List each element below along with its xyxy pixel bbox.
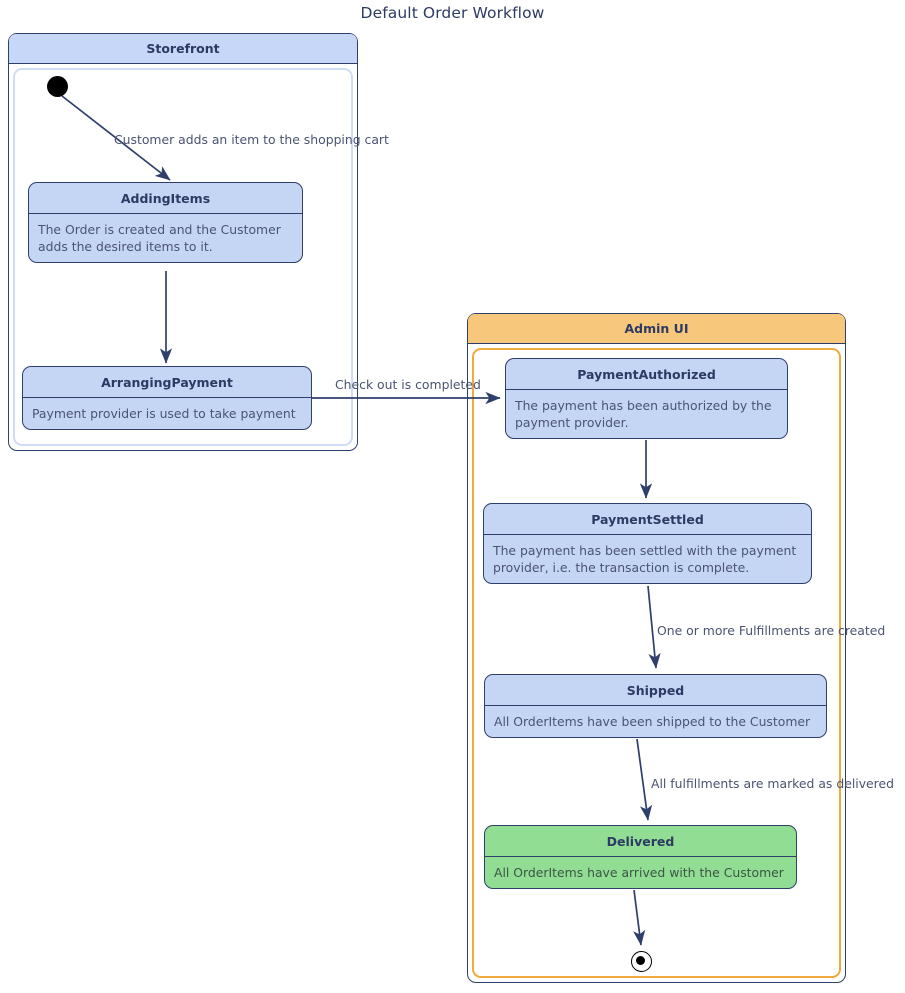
state-node-delivered[interactable]: Delivered All OrderItems have arrived wi… <box>484 825 797 889</box>
final-state-node[interactable] <box>631 951 652 972</box>
state-description-addingitems: The Order is created and the Customer ad… <box>38 222 281 254</box>
state-node-shipped[interactable]: Shipped All OrderItems have been shipped… <box>484 674 827 738</box>
state-description-delivered: All OrderItems have arrived with the Cus… <box>494 865 784 880</box>
state-name-paymentauthorized: PaymentAuthorized <box>506 359 787 390</box>
region-admin-ui-label: Admin UI <box>468 314 845 344</box>
state-description-paymentauthorized: The payment has been authorized by the p… <box>515 398 772 430</box>
state-description-paymentsettled: The payment has been settled with the pa… <box>493 543 797 575</box>
state-name-paymentsettled: PaymentSettled <box>484 504 811 535</box>
state-node-arrangingpayment[interactable]: ArrangingPayment Payment provider is use… <box>22 366 312 430</box>
state-description-shipped: All OrderItems have been shipped to the … <box>494 714 811 729</box>
state-node-paymentauthorized[interactable]: PaymentAuthorized The payment has been a… <box>505 358 788 439</box>
state-name-delivered: Delivered <box>485 826 796 857</box>
edge-label-fulfillments-delivered: All fulfillments are marked as delivered <box>651 776 894 791</box>
edge-label-check-out-completed: Check out is completed <box>335 377 481 392</box>
state-description-arrangingpayment: Payment provider is used to take payment <box>32 406 296 421</box>
edge-label-fulfillments-created: One or more Fulfillments are created <box>657 623 886 638</box>
region-storefront-label: Storefront <box>9 34 357 64</box>
state-name-shipped: Shipped <box>485 675 826 706</box>
state-node-paymentsettled[interactable]: PaymentSettled The payment has been sett… <box>483 503 812 584</box>
state-name-addingitems: AddingItems <box>29 183 302 214</box>
diagram-title: Default Order Workflow <box>360 4 545 22</box>
edge-label-customer-adds-item: Customer adds an item to the shopping ca… <box>114 132 389 147</box>
initial-state-node[interactable] <box>47 76 68 97</box>
state-name-arrangingpayment: ArrangingPayment <box>23 367 311 398</box>
state-node-addingitems[interactable]: AddingItems The Order is created and the… <box>28 182 303 263</box>
